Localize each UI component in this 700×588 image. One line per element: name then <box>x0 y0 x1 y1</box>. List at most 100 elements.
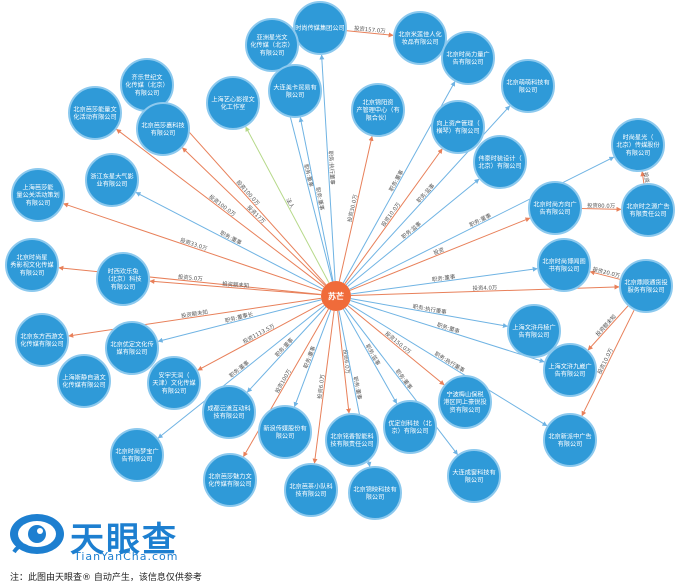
edge-label: 职务:执行董事 <box>412 302 448 316</box>
company-node-circle[interactable] <box>348 466 402 520</box>
company-node-label: 北京芭莎能量文 <box>73 105 116 113</box>
company-node-label: 告有限公司 <box>453 58 484 66</box>
company-node-circle[interactable] <box>528 181 582 235</box>
company-node-label: 北京芭莎嘉科技 <box>141 121 184 129</box>
company-node-circle[interactable] <box>543 343 597 397</box>
company-node[interactable]: 伟豪时装设计（北京）有限公司 <box>473 135 527 189</box>
company-node-circle[interactable] <box>293 1 347 55</box>
company-node-circle[interactable] <box>619 259 673 313</box>
company-node-circle[interactable] <box>96 252 150 306</box>
center-node-circle[interactable] <box>321 281 351 311</box>
company-node-circle[interactable] <box>447 449 501 503</box>
company-node-circle[interactable] <box>438 375 492 429</box>
company-node-circle[interactable] <box>110 428 164 482</box>
company-node[interactable]: 向上资产管理（横琴）有限公司 <box>431 100 485 154</box>
company-node-circle[interactable] <box>611 118 665 172</box>
company-node-label: 化活动有限公司 <box>73 113 116 121</box>
brand-logo: 天眼查 TianYanCha.com <box>8 510 248 570</box>
company-node-circle[interactable] <box>325 413 379 467</box>
company-node-label: 大连成窗科技有 <box>452 468 495 476</box>
company-node-label: （北京）科技 <box>104 275 141 283</box>
company-node-circle[interactable] <box>621 183 675 237</box>
company-node-circle[interactable] <box>473 135 527 189</box>
company-node-circle[interactable] <box>351 83 405 137</box>
company-node-circle[interactable] <box>15 313 69 367</box>
edge-label: 职务:董事 <box>273 335 295 358</box>
company-node-circle[interactable] <box>11 168 65 222</box>
company-node-circle[interactable] <box>258 405 312 459</box>
company-node-circle[interactable] <box>441 31 495 85</box>
company-node-circle[interactable] <box>136 102 190 156</box>
company-node-circle[interactable] <box>206 76 260 130</box>
company-node-circle[interactable] <box>393 11 447 65</box>
company-node-circle[interactable] <box>284 463 338 517</box>
edge-label: 职务:执行董事 <box>327 150 337 185</box>
edge-label: 职务:执行董事 <box>433 350 467 375</box>
company-node-circle[interactable] <box>537 238 591 292</box>
company-node-circle[interactable] <box>431 100 485 154</box>
company-node-label: 京）有限公司 <box>391 427 428 435</box>
edge-label: 投资 <box>432 245 446 257</box>
company-node-circle[interactable] <box>68 86 122 140</box>
company-node-circle[interactable] <box>57 354 111 408</box>
brand-url[interactable]: TianYanCha.com <box>74 550 179 563</box>
company-node-label: 浙江东星大气影 <box>90 172 133 180</box>
company-node[interactable]: 优定创科技（北京）有限公司 <box>383 400 437 454</box>
company-node-circle[interactable] <box>543 413 597 467</box>
company-node-circle[interactable] <box>507 304 561 358</box>
edge-center-n24 <box>157 299 322 343</box>
company-node[interactable]: 时尚传媒集团公司 <box>293 1 347 55</box>
company-node-circle[interactable] <box>147 356 201 410</box>
company-node-circle[interactable] <box>203 453 257 507</box>
edge-label: 投资额未知 <box>222 279 250 289</box>
center-node[interactable]: 苏芒 <box>321 281 351 311</box>
company-node-circle[interactable] <box>85 153 139 207</box>
company-node-label: 北京米莲佳人化 <box>398 30 441 38</box>
company-node-circle[interactable] <box>5 238 59 292</box>
company-node-circle[interactable] <box>501 59 555 113</box>
company-node-circle[interactable] <box>105 321 159 375</box>
company-node-circle[interactable] <box>383 400 437 454</box>
company-node-circle[interactable] <box>245 18 299 72</box>
company-node-circle[interactable] <box>268 64 322 118</box>
company-node-label: 有限公司 <box>151 129 176 137</box>
edge-center-n33 <box>347 305 445 386</box>
edge-center-n11 <box>182 147 326 286</box>
company-node-circle[interactable] <box>202 385 256 439</box>
